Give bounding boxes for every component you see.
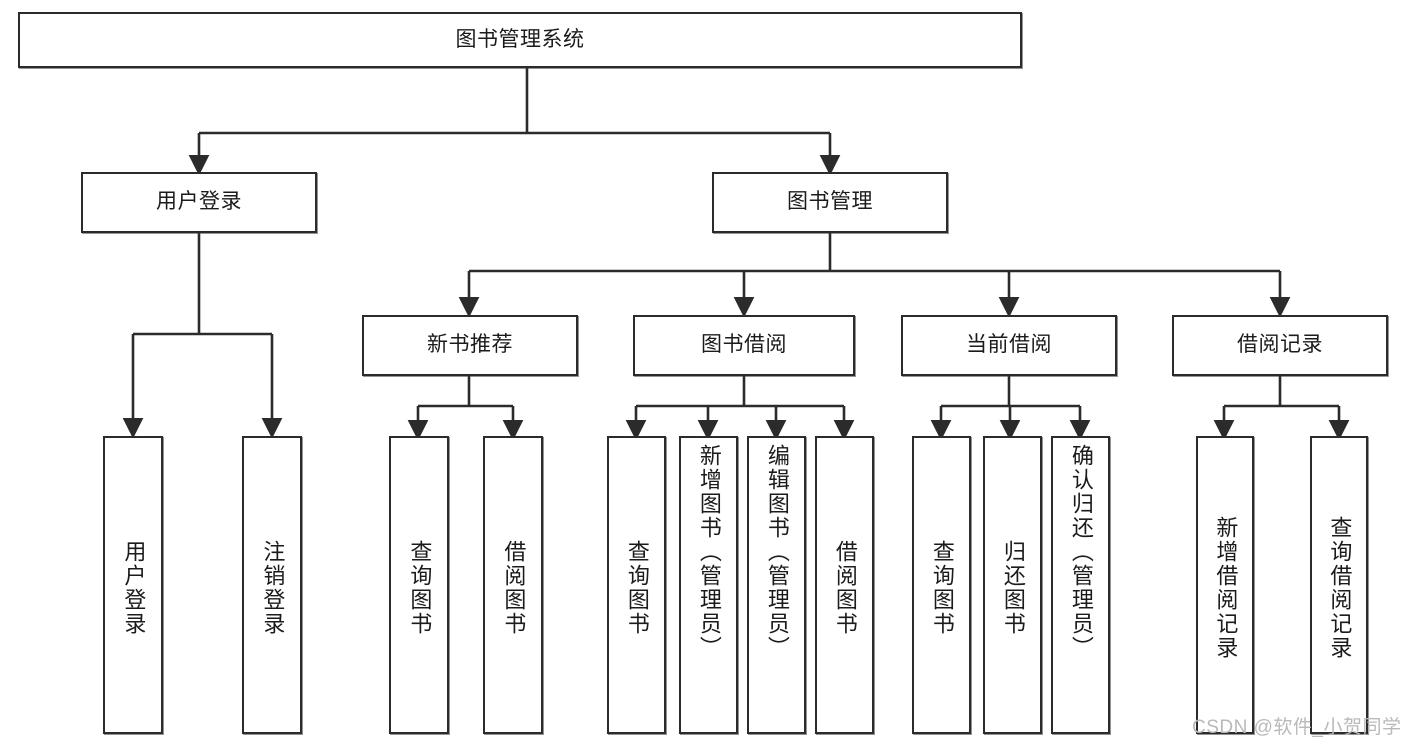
leaf-label: 确认归还（管理员） [1068,444,1094,660]
node-root-system[interactable]: 图书管理系统 [18,12,1022,68]
node-label: 新书推荐 [427,333,513,357]
leaf-label: 用户登录 [121,540,147,636]
node-label: 用户登录 [156,190,242,214]
leaf-label: 查询图书 [624,540,650,636]
node-user-login[interactable]: 用户登录 [81,172,317,233]
node-book-borrow[interactable]: 图书借阅 [633,315,855,376]
leaf-label: 新增借阅记录 [1213,516,1239,660]
node-label: 图书借阅 [701,333,787,357]
leaf-recommend-query-book[interactable]: 查询图书 [389,436,449,734]
csdn-watermark: CSDN @软件_小贺同学 [1192,717,1402,738]
node-label: 借阅记录 [1237,333,1323,357]
leaf-borrow-borrow-book[interactable]: 借阅图书 [815,436,874,734]
leaf-label: 新增图书（管理员） [696,444,722,660]
node-label: 当前借阅 [966,333,1052,357]
leaf-current-confirm-return-admin[interactable]: 确认归还（管理员） [1051,436,1110,734]
leaf-label: 注销登录 [260,540,286,636]
leaf-label: 查询借阅记录 [1327,516,1353,660]
leaf-label: 借阅图书 [501,540,527,636]
node-label: 图书管理系统 [455,27,585,51]
leaf-label: 编辑图书（管理员） [764,444,790,660]
leaf-borrow-query-book[interactable]: 查询图书 [607,436,666,734]
leaf-record-add-record[interactable]: 新增借阅记录 [1196,436,1254,734]
node-borrow-record[interactable]: 借阅记录 [1172,315,1388,376]
leaf-current-return-book[interactable]: 归还图书 [983,436,1042,734]
leaf-borrow-edit-book-admin[interactable]: 编辑图书（管理员） [747,436,806,734]
leaf-current-query-book[interactable]: 查询图书 [912,436,971,734]
node-book-management[interactable]: 图书管理 [712,172,948,233]
leaf-user-login-logout[interactable]: 注销登录 [242,436,302,734]
node-current-borrow[interactable]: 当前借阅 [901,315,1117,376]
leaf-user-login-login[interactable]: 用户登录 [103,436,163,734]
leaf-label: 查询图书 [407,540,433,636]
leaf-borrow-add-book-admin[interactable]: 新增图书（管理员） [679,436,738,734]
leaf-record-query-record[interactable]: 查询借阅记录 [1310,436,1368,734]
node-label: 图书管理 [787,190,873,214]
leaf-label: 归还图书 [1000,540,1026,636]
leaf-label: 借阅图书 [832,540,858,636]
leaf-recommend-borrow-book[interactable]: 借阅图书 [483,436,543,734]
leaf-label: 查询图书 [929,540,955,636]
node-new-book-recommend[interactable]: 新书推荐 [362,315,578,376]
